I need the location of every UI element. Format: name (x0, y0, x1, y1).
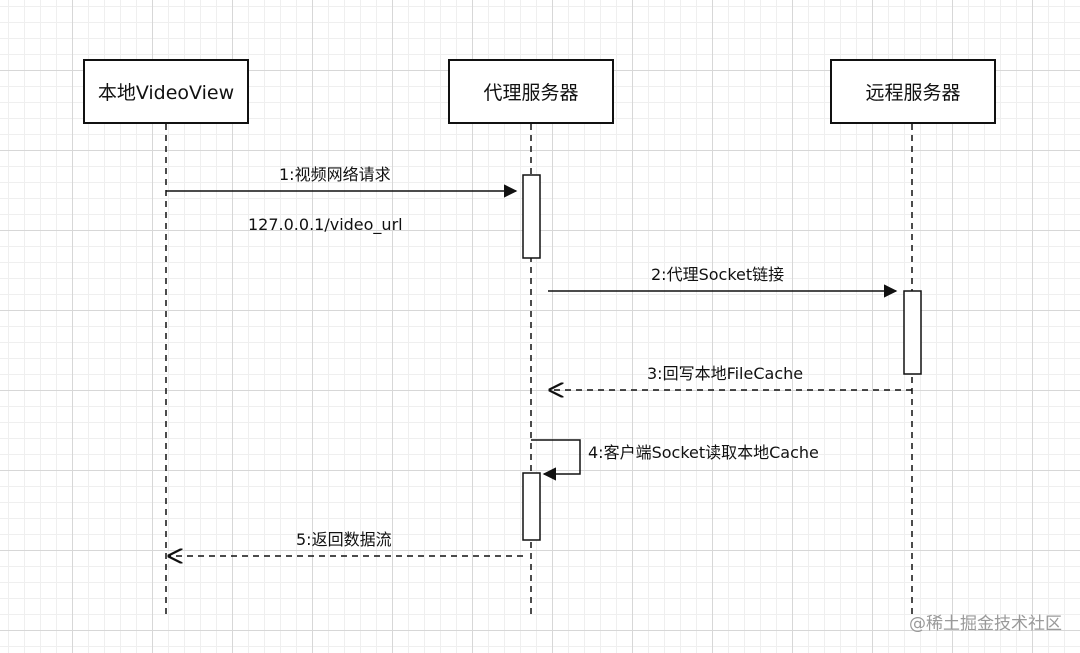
message-label-5: 5:返回数据流 (296, 530, 392, 549)
activation-proxy-2 (522, 472, 541, 541)
actor-remote-server: 远程服务器 (830, 59, 996, 124)
activation-remote-1 (903, 290, 922, 375)
activation-proxy-1 (522, 174, 541, 259)
actor-local-videoview: 本地VideoView (83, 59, 249, 124)
message-sublabel-1: 127.0.0.1/video_url (248, 215, 403, 234)
actor-label: 本地VideoView (97, 82, 235, 104)
watermark-text: @稀土掘金技术社区 (909, 614, 1062, 634)
message-label-2: 2:代理Socket链接 (651, 265, 785, 284)
actor-label: 远程服务器 (865, 82, 961, 104)
actor-label: 代理服务器 (483, 82, 579, 104)
actor-proxy-server: 代理服务器 (448, 59, 614, 124)
message-label-3: 3:回写本地FileCache (647, 364, 804, 383)
message-label-1: 1:视频网络请求 (279, 165, 391, 184)
message-label-4: 4:客户端Socket读取本地Cache (588, 443, 819, 462)
message-arrow-4 (531, 439, 581, 481)
